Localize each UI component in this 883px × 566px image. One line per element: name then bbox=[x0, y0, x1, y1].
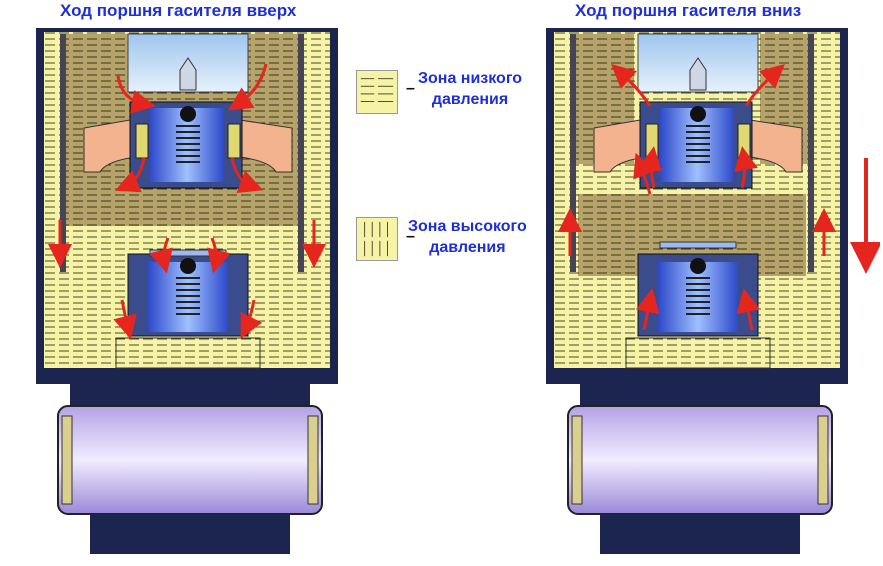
legend-low-line1: Зона низкого bbox=[418, 70, 523, 87]
downstroke-diagram bbox=[546, 28, 880, 554]
legend-low-pressure: Зона низкого давления bbox=[418, 68, 522, 110]
bottom-valve bbox=[637, 241, 759, 337]
piston-valve bbox=[129, 57, 243, 189]
bottom-well bbox=[625, 337, 771, 369]
high-pressure-swatch bbox=[356, 217, 398, 261]
lower-mount bbox=[70, 384, 310, 406]
bottom-well bbox=[115, 337, 261, 369]
cylinder-tube bbox=[57, 405, 323, 515]
flow-arrows bbox=[48, 63, 326, 340]
legend-dash-low: – bbox=[406, 80, 415, 97]
low-pressure-swatch bbox=[356, 70, 398, 114]
legend-high-pressure: Зона высокого давления bbox=[408, 216, 527, 258]
base-mount bbox=[600, 514, 800, 554]
piston-valve bbox=[639, 57, 753, 189]
flow-arrows bbox=[558, 63, 836, 331]
legend-high-line1: Зона высокого bbox=[408, 218, 527, 235]
legend-dash-high: – bbox=[406, 228, 415, 245]
downstroke-title: Ход поршня гасителя вниз bbox=[575, 1, 802, 20]
bottom-valve bbox=[127, 249, 249, 337]
legend-low-line2: давления bbox=[431, 91, 509, 108]
legend-high-line2: давления bbox=[429, 239, 506, 256]
upstroke-title: Ход поршня гасителя вверх bbox=[60, 1, 297, 20]
upstroke-diagram bbox=[36, 28, 338, 554]
base-mount bbox=[90, 514, 290, 554]
cylinder-tube bbox=[567, 405, 833, 515]
lower-mount bbox=[580, 384, 820, 406]
